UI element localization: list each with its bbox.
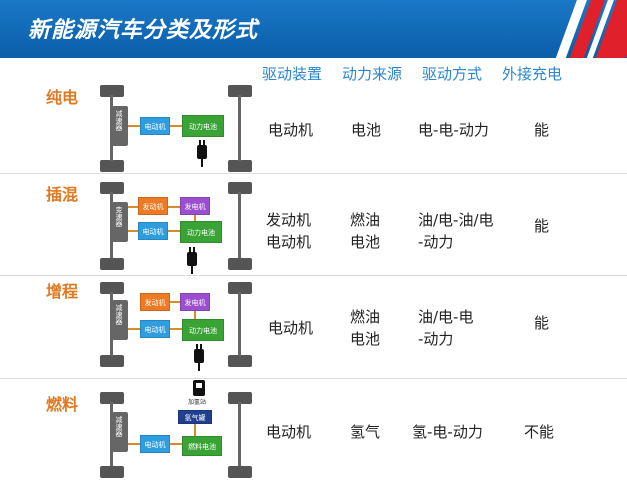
column-header-mode: 驱动方式 <box>422 65 483 83</box>
wheel <box>228 392 252 404</box>
axle <box>110 292 113 356</box>
cell-source: 燃油 电池 <box>350 308 381 348</box>
axle <box>110 95 113 161</box>
wheel <box>100 355 124 367</box>
wheel <box>228 182 252 194</box>
engine-box: 发动机 <box>138 197 168 215</box>
station-label: 加氢站 <box>188 399 207 406</box>
wheel <box>228 258 252 270</box>
wheel <box>100 160 124 172</box>
axle <box>110 402 113 466</box>
wheel <box>228 282 252 294</box>
charging-plug-icon <box>197 140 207 167</box>
charging-plug-icon <box>187 247 197 274</box>
wire <box>128 125 140 127</box>
wheel <box>228 355 252 367</box>
wheel <box>100 85 124 97</box>
hydrogen-tank-box: 氢气罐 <box>178 410 212 424</box>
row-separator <box>0 378 627 379</box>
wheel <box>100 182 124 194</box>
row-label-fcev: 燃料 <box>46 395 79 414</box>
motor-box: 电动机 <box>140 117 170 135</box>
page-title: 新能源汽车分类及形式 <box>28 18 259 43</box>
wire <box>128 328 140 330</box>
cell-drive: 电动机 <box>268 121 314 139</box>
wire <box>194 215 196 221</box>
axle <box>238 95 241 161</box>
cell-drive: 电动机 <box>266 423 312 441</box>
reducer: 减速器 <box>112 412 128 452</box>
row-label-erev: 增程 <box>46 282 79 301</box>
wheel <box>100 466 124 478</box>
motor-box: 电动机 <box>140 435 170 453</box>
wire <box>170 443 182 445</box>
generator-box: 发电机 <box>180 197 210 215</box>
wire <box>194 424 196 436</box>
cell-mode: 氢-电-动力 <box>412 423 483 441</box>
engine-box: 发动机 <box>140 293 170 311</box>
wire <box>128 443 140 445</box>
wheel <box>100 392 124 404</box>
wire <box>168 230 180 232</box>
row-separator <box>0 173 627 174</box>
wire <box>194 311 196 319</box>
column-header-charge: 外接充电 <box>502 65 563 83</box>
wire <box>170 125 182 127</box>
wire <box>170 328 182 330</box>
axle <box>238 292 241 356</box>
wheel <box>228 85 252 97</box>
battery-box: 动力电池 <box>180 221 222 243</box>
axle <box>110 192 113 258</box>
cell-drive: 电动机 <box>268 319 314 337</box>
battery-box: 动力电池 <box>182 319 224 341</box>
reducer: 减速器 <box>112 106 128 146</box>
cell-charge: 不能 <box>524 423 555 441</box>
cell-mode: 电-电-动力 <box>418 121 489 139</box>
header-bar: 新能源汽车分类及形式 <box>0 0 627 58</box>
cell-charge: 能 <box>534 121 550 139</box>
wheel <box>228 160 252 172</box>
axle <box>238 402 241 466</box>
cell-drive: 发动机 电动机 <box>266 211 312 251</box>
cell-mode: 油/电-油/电 -动力 <box>418 211 494 251</box>
cell-source: 燃油 电池 <box>350 211 381 251</box>
cell-mode: 油/电-电 -动力 <box>418 308 474 348</box>
battery-box: 动力电池 <box>182 115 224 137</box>
cell-source: 氢气 <box>350 423 381 441</box>
wheel <box>100 282 124 294</box>
motor-box: 电动机 <box>140 320 170 338</box>
fuel-cell-box: 燃料电池 <box>182 436 222 456</box>
generator-box: 发电机 <box>180 293 210 311</box>
row-label-bev: 纯电 <box>46 88 79 107</box>
wire <box>128 230 138 232</box>
column-header-drive: 驱动装置 <box>262 65 323 83</box>
cell-charge: 能 <box>534 217 550 235</box>
cell-charge: 能 <box>534 314 550 332</box>
column-header-source: 动力来源 <box>342 65 403 83</box>
cell-source: 电池 <box>351 121 382 139</box>
wire <box>168 206 180 208</box>
wire <box>170 301 180 303</box>
row-label-phev: 插混 <box>46 185 79 204</box>
wire <box>128 206 138 208</box>
wheel <box>100 258 124 270</box>
reducer: 减速器 <box>112 300 128 340</box>
row-separator <box>0 275 627 276</box>
axle <box>238 192 241 258</box>
charging-plug-icon <box>194 344 204 371</box>
wheel <box>228 466 252 478</box>
motor-box: 电动机 <box>138 222 168 240</box>
transmission: 变速器 <box>112 202 128 242</box>
hydrogen-pump-icon <box>193 380 205 396</box>
